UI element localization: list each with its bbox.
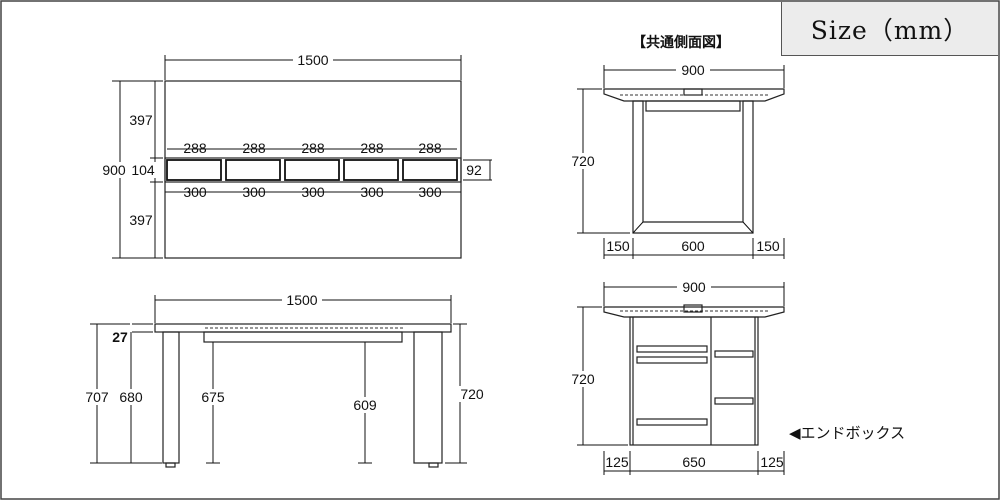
center-band bbox=[164, 157, 462, 183]
size-unit-box: Size（mm） bbox=[781, 2, 998, 56]
leg-height-a-label: 707 bbox=[85, 389, 109, 405]
center-band-label: 104 bbox=[131, 162, 155, 178]
side-bottom-center-label: 600 bbox=[681, 238, 705, 254]
front-width-label: 1500 bbox=[286, 292, 317, 308]
leg-height-b-label: 680 bbox=[119, 389, 143, 405]
endbox-shelf bbox=[636, 356, 708, 364]
side-tabletop bbox=[603, 88, 785, 102]
front-total-height-label: 720 bbox=[460, 386, 484, 402]
front-leg-right bbox=[413, 331, 443, 464]
side-bottom-right-label: 150 bbox=[756, 238, 780, 254]
outer-unit-label: 300 bbox=[360, 184, 384, 200]
endbox-bottom-left-label: 125 bbox=[605, 454, 629, 470]
endbox-body bbox=[629, 316, 759, 446]
front-foot-left bbox=[165, 462, 176, 468]
side-apron bbox=[645, 100, 741, 112]
outer-unit-label: 300 bbox=[301, 184, 325, 200]
endbox-depth-label: 900 bbox=[682, 279, 706, 295]
endbox-shelf bbox=[636, 418, 708, 426]
top-width-label: 1500 bbox=[297, 52, 328, 68]
outer-unit-label: 300 bbox=[242, 184, 266, 200]
side-top-joint bbox=[683, 88, 703, 96]
apron-clearance-a-label: 675 bbox=[201, 389, 225, 405]
band-cell bbox=[402, 159, 458, 181]
band-cell bbox=[343, 159, 399, 181]
right-offset-label: 92 bbox=[466, 162, 482, 178]
band-cell bbox=[225, 159, 281, 181]
outer-unit-label: 300 bbox=[183, 184, 207, 200]
top-view: 1500 900 104 397 397 288 288 288 288 288… bbox=[102, 52, 492, 259]
endbox-shelf bbox=[714, 397, 754, 405]
band-cell bbox=[166, 159, 222, 181]
top-thickness-label: 27 bbox=[112, 329, 128, 345]
side-frame bbox=[632, 100, 754, 234]
inner-unit-label: 288 bbox=[242, 140, 266, 156]
endbox-bottom-center-label: 650 bbox=[682, 454, 706, 470]
tabletop-outline bbox=[164, 80, 462, 259]
endbox-top-joint bbox=[683, 304, 703, 313]
front-view: 1500 27 707 680 675 609 720 bbox=[82, 292, 487, 468]
side-height-label: 720 bbox=[571, 153, 595, 169]
bottom-margin-label: 397 bbox=[129, 212, 153, 228]
inner-unit-label: 288 bbox=[183, 140, 207, 156]
outer-unit-label: 300 bbox=[418, 184, 442, 200]
endbox-shelf bbox=[636, 345, 708, 353]
top-margin-label: 397 bbox=[129, 112, 153, 128]
inner-unit-label: 288 bbox=[360, 140, 384, 156]
front-foot-right bbox=[428, 462, 439, 468]
end-box-view: 900 720 125 650 125 bbox=[568, 279, 785, 475]
side-view-title: 【共通側面図】 bbox=[632, 34, 730, 51]
band-cell bbox=[284, 159, 340, 181]
endbox-tabletop bbox=[603, 306, 785, 318]
side-depth-label: 900 bbox=[681, 62, 705, 78]
inner-unit-label: 288 bbox=[301, 140, 325, 156]
end-box-label: ◀エンドボックス bbox=[789, 424, 905, 442]
side-bottom-left-label: 150 bbox=[606, 238, 630, 254]
front-leg-left bbox=[162, 331, 180, 464]
endbox-shelf bbox=[714, 350, 754, 358]
endbox-bottom-right-label: 125 bbox=[760, 454, 784, 470]
size-unit-label: Size（mm） bbox=[810, 15, 970, 45]
front-apron bbox=[203, 331, 403, 343]
apron-clearance-b-label: 609 bbox=[353, 397, 377, 413]
side-view: 900 720 150 600 150 bbox=[568, 62, 785, 259]
top-depth-label: 900 bbox=[102, 162, 126, 178]
endbox-height-label: 720 bbox=[571, 371, 595, 387]
inner-unit-label: 288 bbox=[418, 140, 442, 156]
